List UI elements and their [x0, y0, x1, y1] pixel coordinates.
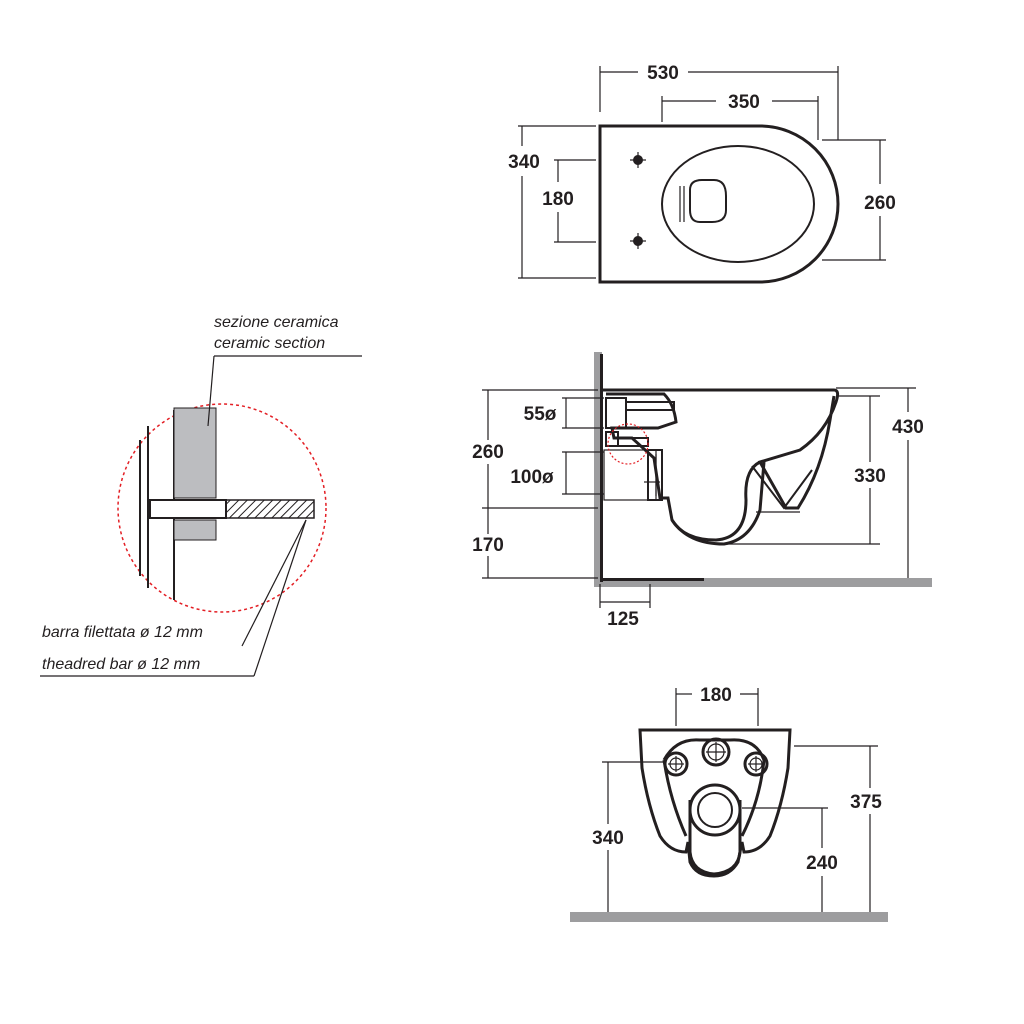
dim-340-rear: 340: [592, 761, 664, 912]
dim-outlet-height: 170: [472, 535, 504, 556]
dim-350: 350: [661, 92, 819, 140]
top-view: 530 350 340 180: [508, 63, 896, 284]
dim-rim-height: 330: [854, 466, 886, 487]
side-detail-callout: [607, 423, 649, 465]
dim-outlet-diameter: 100ø: [510, 467, 554, 488]
wall-section: [594, 352, 602, 586]
dim-rear-outlet-height: 240: [806, 853, 838, 874]
rear-view: 180 340 375 240: [570, 685, 888, 922]
dim-375: 375: [794, 745, 882, 912]
dim-width-right: 260: [864, 193, 896, 214]
top-fixing-hole-lower: [630, 233, 646, 249]
dim-180-top: 180: [542, 159, 596, 243]
rear-view-body: [638, 728, 792, 878]
top-view-bowl-opening: [661, 145, 815, 263]
dim-260-side: 260: [472, 389, 598, 509]
dim-width-left: 340: [508, 152, 540, 173]
rear-hole-right: [743, 751, 769, 777]
label-threaded-bar-en: theadred bar ø 12 mm: [42, 656, 200, 673]
dim-260-top: 260: [822, 139, 896, 261]
side-view: 55ø 100ø 260 170 430: [472, 352, 932, 630]
dim-340-top: 340: [508, 125, 596, 279]
label-ceramic-section-en: ceramic section: [214, 335, 325, 352]
top-view-outline: [598, 124, 840, 284]
dim-rear-fixing-height: 340: [592, 828, 624, 849]
rear-floor: [570, 912, 888, 922]
label-threaded-bar-it: barra filettata ø 12 mm: [42, 624, 203, 641]
detail-circle: [117, 403, 327, 613]
dim-fixing-spacing: 180: [542, 189, 574, 210]
dim-240: 240: [742, 807, 838, 912]
dim-rear-overall-height: 375: [850, 792, 882, 813]
dim-100: 100ø: [510, 451, 604, 495]
dim-125: 125: [599, 584, 651, 630]
dim-170: 170: [472, 508, 598, 579]
ceramic-section: [173, 407, 217, 499]
top-fixing-hole-upper: [630, 152, 646, 168]
dim-530: 530: [599, 63, 839, 140]
label-ceramic-section-it: sezione ceramica: [214, 314, 339, 331]
dim-width-overall: 530: [647, 63, 679, 84]
dim-total-height: 430: [892, 417, 924, 438]
section-detail: sezione ceramica ceramic section barra f…: [40, 314, 362, 677]
dim-inlet-diameter: 55ø: [524, 404, 557, 425]
rear-hole-center: [701, 737, 731, 767]
dim-wall-offset: 125: [607, 609, 639, 630]
dim-outer-height: 260: [472, 442, 504, 463]
dim-rear-fixing-spacing: 180: [700, 685, 732, 706]
dim-55: 55ø: [524, 397, 604, 429]
rear-outlet: [688, 783, 742, 876]
rear-hole-left: [663, 751, 689, 777]
top-view-rim-detail: [689, 179, 727, 223]
dim-180-rear: 180: [675, 685, 759, 726]
side-view-body: [602, 388, 840, 542]
threaded-bar: [149, 499, 227, 519]
floor-section: [594, 578, 932, 587]
dim-330: 330: [724, 395, 886, 545]
dim-bowl-length: 350: [728, 92, 760, 113]
dim-430: 430: [836, 387, 924, 578]
